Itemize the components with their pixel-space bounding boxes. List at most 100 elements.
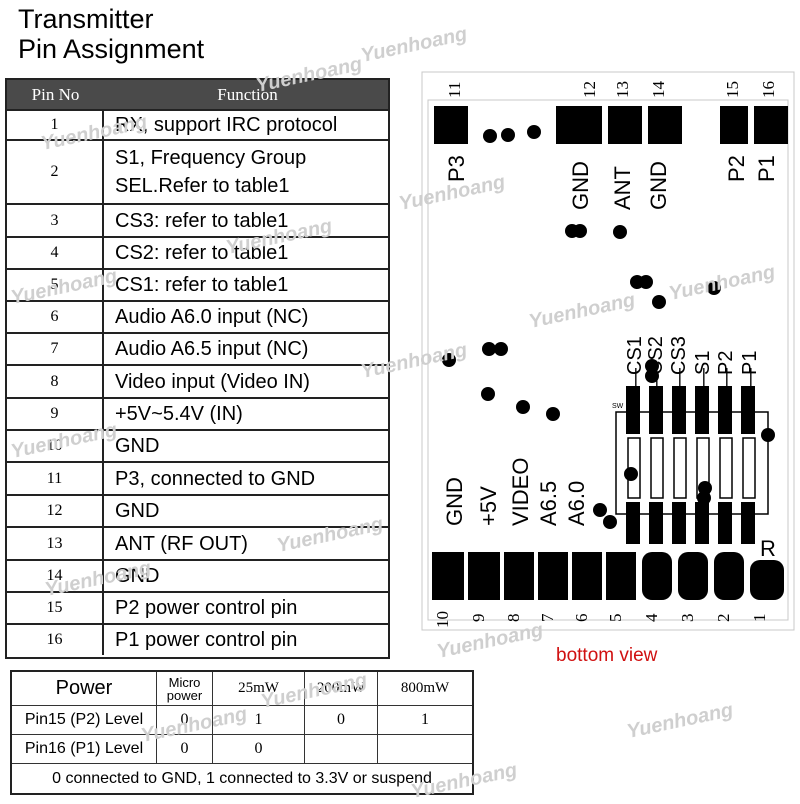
pin-function: RX, support IRC protocol [115,114,338,136]
top-pad [720,106,748,144]
bottom-pad [504,552,534,600]
pin-table-header: Pin No Function [7,80,388,109]
grid-line [212,672,213,763]
bottom-view-caption: bottom view [556,645,658,666]
dip-switch-outline [615,411,769,515]
top-pin-label: GND [646,161,671,210]
dip-slot [650,437,664,499]
dip-pad [718,502,732,544]
module-bottom-diagram: 11 12 13 14 15 16 P3 GND ANT GND P2 P1 C… [421,71,795,631]
via-dot [527,125,541,139]
pin-number: 6 [7,302,104,332]
switch-dash: — [692,368,714,388]
grid-line [12,763,472,764]
switch-dash: — [715,368,737,388]
via-dot [707,281,721,295]
via-dot [546,407,560,421]
pin-function: GND [115,565,160,587]
grid-line [12,734,472,735]
via-dot [603,515,617,529]
via-dot [481,387,495,401]
via-dot [645,369,659,383]
power-note: 0 connected to GND, 1 connected to 3.3V … [52,769,432,787]
pin-number: 13 [7,528,104,559]
pin-number: 7 [7,334,104,364]
pin-number: 9 [7,399,104,429]
dip-pad [672,386,686,434]
pin-function: S1, Frequency Group SEL.Refer to table1 [115,147,307,197]
pin-function: ANT (RF OUT) [115,532,248,555]
grid-line [156,672,157,763]
bottom-pad [572,552,602,600]
bottom-pin-label: GND [442,477,467,526]
dip-slot [696,437,710,499]
via-dot [483,129,497,143]
bottom-pin-number: 9 [469,614,488,623]
dip-pad [718,386,732,434]
top-pin-number: 16 [759,81,778,98]
dip-pad [626,502,640,544]
pin-function: CS3: refer to table1 [115,209,289,232]
watermark: Yuenhoang [624,699,736,744]
cell-value: 0 [180,711,189,728]
dip-pad [741,386,755,434]
via-dot [593,503,607,517]
dip-slot [719,437,733,499]
module-outline [421,71,795,631]
pin-number: 16 [7,625,104,655]
via-dot [516,400,530,414]
dip-slot [673,437,687,499]
switch-dash: — [624,368,646,388]
bottom-pin-label: A6.0 [564,481,589,526]
bottom-pin-number: 7 [538,613,557,622]
switch-dash: — [739,368,761,388]
title-line-2: Pin Assignment [18,34,205,64]
bottom-pad [750,560,784,600]
switch-dash: — [645,368,667,388]
col-25mw: 25mW [238,680,279,696]
power-label: Power [55,677,113,699]
bottom-pad [468,552,500,600]
dip-pad [695,386,709,434]
via-dot [494,342,508,356]
cell-value: 0 [180,740,189,757]
module-inner-outline [427,99,789,621]
pin-no-header: Pin No [31,85,80,104]
r-label: R [760,536,776,561]
bottom-pin-number: 6 [572,614,591,623]
function-header: Function [217,85,278,104]
top-pin-label: GND [568,161,593,210]
top-pad [754,106,788,144]
row-label-p1: Pin16 (P1) Level [24,740,144,757]
pin-function: P3, connected to GND [115,467,316,490]
bottom-pin-number: 2 [714,614,733,623]
via-dot [501,128,515,142]
pin-number: 8 [7,366,104,397]
pin-function: Audio A6.5 input (NC) [115,338,309,360]
bottom-pad [678,552,708,600]
top-pin-label: P1 [754,155,779,182]
bottom-pin-number: 5 [606,614,625,623]
cell-value [305,735,377,763]
top-pad [608,106,642,144]
switch-mark: SW [612,403,624,410]
row-label-p2: Pin15 (P2) Level [24,711,144,728]
bottom-pad [538,552,568,600]
dip-pad [695,502,709,544]
top-pin-number: 13 [613,81,632,98]
table-row: 13 ANT (RF OUT) [7,526,388,559]
top-pin-number: 14 [649,81,668,99]
dip-pad [649,502,663,544]
top-pin-label: ANT [610,166,635,210]
cell-value: 1 [421,711,429,728]
pin-number: 10 [7,431,104,461]
